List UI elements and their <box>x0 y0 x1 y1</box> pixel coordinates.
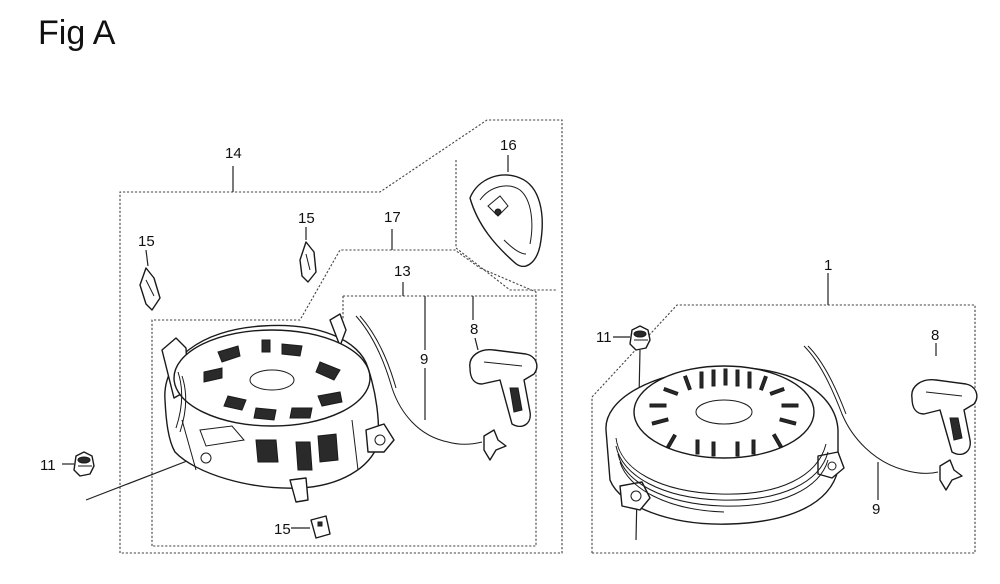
starter-handle-part-8-left <box>469 349 538 428</box>
figure-title: Fig A <box>38 14 116 52</box>
callout-8-right: 8 <box>931 327 939 344</box>
group-boundary-17 <box>151 249 537 547</box>
callout-16: 16 <box>500 137 517 154</box>
recoil-starter-part-1 <box>605 365 845 525</box>
clip-part-15-bottom <box>310 515 331 539</box>
nut-part-11-left <box>73 451 95 477</box>
group-boundary-13 <box>342 295 536 320</box>
callout-15-bottom: 15 <box>274 521 291 538</box>
callout-13: 13 <box>394 263 411 280</box>
group-boundary-14 <box>119 119 563 554</box>
callout-8-left: 8 <box>470 321 478 338</box>
callout-14: 14 <box>225 145 242 162</box>
starter-rope-part-9-left <box>355 315 507 461</box>
group-boundary-1 <box>591 304 976 554</box>
callout-11-left: 11 <box>40 457 56 474</box>
starter-handle-part-8-right <box>911 379 978 456</box>
starter-rope-part-9-right <box>803 345 963 491</box>
nut-part-11-right <box>629 325 651 351</box>
callout-1: 1 <box>824 257 832 274</box>
recoil-starter-assembly-17 <box>161 313 395 503</box>
group-boundary-16 <box>455 160 556 291</box>
callout-9-right: 9 <box>872 501 880 518</box>
handle-cover-part-16 <box>469 174 543 267</box>
clip-part-15-middle <box>299 241 317 283</box>
callout-15-middle: 15 <box>298 210 315 227</box>
callout-15-left: 15 <box>138 233 155 250</box>
callout-11-right: 11 <box>596 329 612 346</box>
cover-slots <box>649 368 799 457</box>
callout-9-left: 9 <box>420 351 428 368</box>
clip-part-15-left <box>139 267 161 311</box>
callout-17: 17 <box>384 209 401 226</box>
